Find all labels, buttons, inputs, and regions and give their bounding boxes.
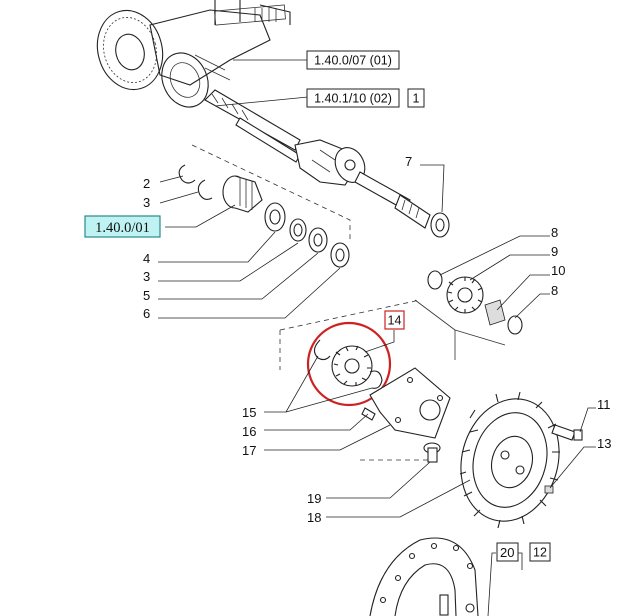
ref-14-box[interactable]: 14 [384,310,405,330]
ref-1-40-1-10[interactable]: 1.40.1/10 (02) [306,88,400,108]
part-18-disc [459,391,560,529]
callout-8b: 8 [551,283,558,298]
callout-17: 17 [242,443,256,458]
callout-numbers: 2 3 4 3 5 6 7 8 9 10 8 11 13 15 16 17 19… [143,154,611,560]
part-14-gear[interactable] [313,339,383,389]
ref-1-40-0-07-label: 1.40.0/07 (01) [314,54,392,68]
ref-1-40-1-10-qty: 1 [407,88,425,108]
callout-3b: 3 [143,269,150,284]
gear-group-8-10 [414,270,523,360]
part-19-pin [423,442,441,463]
ref-1-40-0-07[interactable]: 1.40.0/07 (01) [306,50,400,70]
callout-20: 20 [500,545,514,560]
parts-stack-left [178,144,351,268]
ref-1-40-0-01-cyan[interactable]: 1.40.0/01 [84,215,161,238]
callout-5: 5 [143,288,150,303]
ref-12-box[interactable]: 12 [529,542,551,562]
part-11-bolt [551,424,583,441]
bearing-plate [279,299,451,461]
callout-11: 11 [597,397,611,412]
differential-assembly [96,0,291,108]
callout-9: 9 [551,244,558,259]
callout-2: 2 [143,176,150,191]
leader-lines [158,59,596,616]
callout-7: 7 [405,154,412,169]
callout-20-box [496,542,519,562]
part-7-washer [430,212,450,238]
callout-8a: 8 [551,225,558,240]
part-13-setscrew [544,485,554,494]
part-20-housing [369,537,479,616]
callout-19: 19 [307,491,321,506]
ref-12-label: 12 [533,546,547,560]
callout-6: 6 [143,306,150,321]
callout-16: 16 [242,424,256,439]
cyan-ref-label: 1.40.0/01 [95,220,150,236]
callout-4: 4 [143,251,150,266]
callout-10: 10 [551,263,565,278]
callout-18: 18 [307,510,321,525]
ref-14-label: 14 [388,314,402,328]
qty-label: 1 [413,92,420,106]
callout-13: 13 [597,436,611,451]
callout-3a: 3 [143,195,150,210]
ref-1-40-1-10-label: 1.40.1/10 (02) [314,92,392,106]
highlight-circle [306,321,392,407]
callout-15: 15 [242,405,256,420]
